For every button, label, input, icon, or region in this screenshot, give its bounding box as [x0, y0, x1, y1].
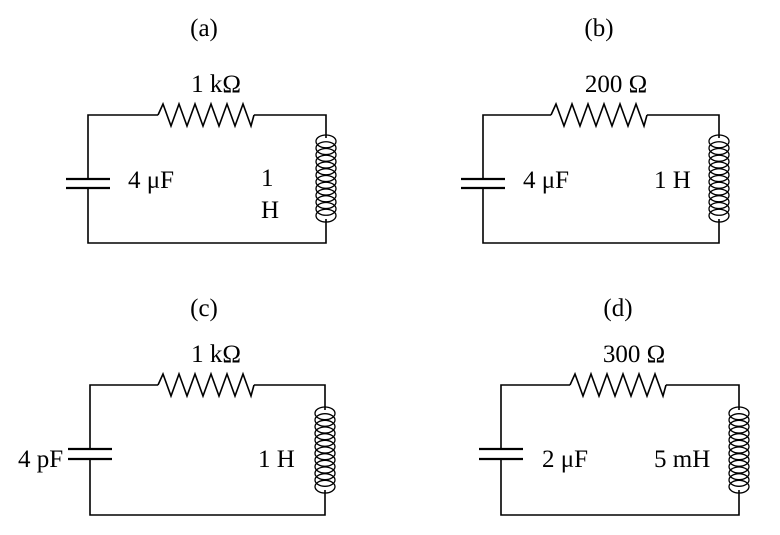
inductor-turn [708, 154, 730, 169]
circuit-a-label: (a) [190, 15, 218, 42]
inductor-turn [728, 406, 750, 421]
inductor-turn [315, 195, 337, 210]
inductor-turn [728, 453, 750, 467]
circuit-c-wire [89, 384, 326, 516]
circuit-a-inductor-label-value: 1 [261, 165, 274, 192]
inductor-turn [315, 147, 337, 162]
circuit-c-capacitor [68, 447, 112, 461]
inductor-turn [728, 419, 750, 434]
circuit-c-resistor [157, 371, 255, 399]
circuit-a: (a) 1 kΩ 4 μF 1 H [66, 15, 337, 244]
circuit-d-inductor-label: 5 mH [654, 446, 710, 473]
inductor-turn [708, 195, 730, 210]
inductor-turn [728, 459, 750, 474]
circuit-d-capacitor [479, 447, 523, 461]
inductor-turn [728, 426, 750, 441]
circuit-b-capacitor-label: 4 μF [523, 167, 569, 194]
inductor-turn [315, 168, 337, 183]
circuit-d-inductor [728, 406, 750, 494]
inductor-turn [708, 174, 730, 189]
circuit-d-resistor-label: 300 Ω [603, 341, 665, 368]
inductor-turn [314, 466, 336, 481]
inductor-turn [708, 168, 730, 183]
inductor-turn [708, 141, 730, 156]
inductor-turn [314, 433, 336, 447]
inductor-turn [315, 174, 337, 189]
inductor-turn [728, 413, 750, 427]
inductor-turn [708, 147, 730, 162]
inductor-turn [315, 208, 337, 223]
circuit-a-inductor-label-unit: H [261, 197, 279, 224]
circuit-c-resistor-label: 1 kΩ [191, 341, 241, 368]
inductor-turn [728, 446, 750, 461]
circuit-b-wire [482, 114, 720, 244]
inductor-turn [314, 439, 336, 454]
inductor-turn [708, 188, 730, 203]
inductor-turn [314, 446, 336, 461]
inductor-turn [728, 479, 750, 494]
circuit-c-capacitor-label: 4 pF [18, 446, 63, 473]
circuit-a-resistor [157, 101, 255, 129]
circuit-a-inductor [315, 134, 337, 223]
inductor-turn [708, 161, 730, 176]
inductor-turn [708, 181, 730, 196]
inductor-turn [314, 419, 336, 434]
circuit-b-resistor [550, 101, 648, 129]
circuit-a-resistor-label: 1 kΩ [191, 71, 241, 98]
inductor-turn [314, 479, 336, 494]
circuit-d-resistor [569, 371, 667, 399]
inductor-turn [314, 473, 336, 487]
circuit-a-capacitor-label: 4 μF [128, 167, 174, 194]
circuit-d-capacitor-label: 2 μF [542, 446, 588, 473]
circuit-b-resistor-label: 200 Ω [585, 71, 647, 98]
inductor-turn [708, 201, 730, 216]
inductor-turn [708, 134, 730, 149]
circuit-c-inductor-label: 1 H [258, 446, 295, 473]
circuit-c: (c) 1 kΩ 4 pF 1 H [18, 295, 336, 516]
circuit-a-wire [87, 114, 327, 244]
inductor-turn [315, 141, 337, 156]
circuit-d: (d) 300 Ω 2 μF 5 mH [479, 295, 750, 516]
inductor-turn [315, 181, 337, 196]
circuit-b-label: (b) [584, 15, 613, 42]
inductor-turn [728, 433, 750, 447]
inductor-turn [315, 134, 337, 149]
inductor-turn [315, 154, 337, 169]
circuit-d-wire [500, 384, 740, 516]
inductor-turn [728, 439, 750, 454]
circuit-b-capacitor [461, 177, 505, 190]
inductor-turn [314, 426, 336, 441]
circuit-d-label: (d) [603, 295, 632, 322]
inductor-turn [708, 208, 730, 223]
circuit-c-label: (c) [190, 295, 218, 322]
inductor-turn [314, 459, 336, 474]
circuit-b: (b) 200 Ω 4 μF 1 H [461, 15, 730, 244]
circuit-b-inductor-label: 1 H [654, 167, 691, 194]
inductor-turn [728, 466, 750, 481]
inductor-turn [315, 188, 337, 203]
inductor-turn [315, 201, 337, 216]
circuit-b-inductor [708, 134, 730, 223]
inductor-turn [728, 473, 750, 487]
inductor-turn [314, 406, 336, 421]
circuit-c-inductor [314, 406, 336, 494]
inductor-turn [315, 161, 337, 176]
inductor-turn [314, 453, 336, 467]
circuit-a-capacitor [66, 177, 110, 190]
inductor-turn [314, 413, 336, 427]
